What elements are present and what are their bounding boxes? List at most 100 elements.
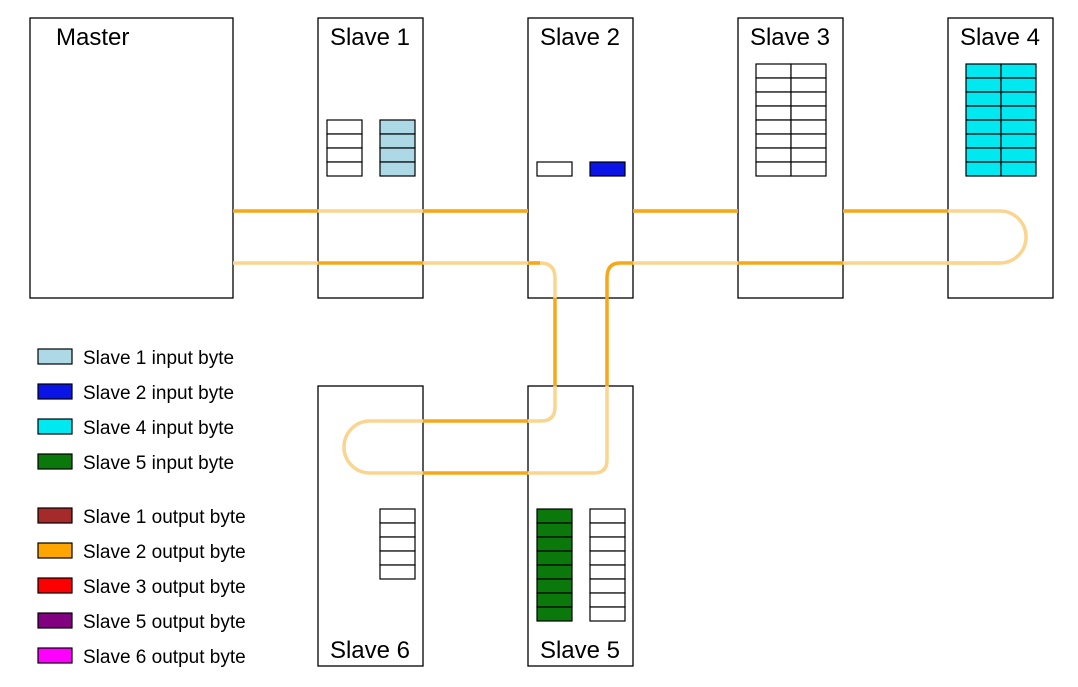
- slave1-byte-cell: [379, 161, 416, 177]
- slave6-label: Slave 6: [330, 637, 410, 664]
- bus-back-path: [423, 261, 557, 298]
- slave1-byte-cell: [326, 133, 363, 149]
- slave3-byte-cell: [790, 77, 827, 93]
- slave6-byte-cell: [379, 508, 416, 524]
- legend-label: Slave 4 input byte: [83, 418, 234, 439]
- slave5-label: Slave 5: [540, 637, 620, 664]
- slave4-byte-cell: [965, 77, 1002, 93]
- slave4-byte-cell: [965, 147, 1002, 163]
- bus-front-path: [605, 261, 633, 298]
- slave4-byte-cell: [1000, 119, 1037, 135]
- slave6-byte-cell: [379, 536, 416, 552]
- slave5-byte-cell: [536, 564, 573, 580]
- node-labels: Master Slave 1 Slave 2 Slave 3 Slave 4 S…: [56, 24, 1040, 664]
- bus-back-path: [342, 419, 423, 475]
- legend-swatch: [37, 453, 73, 470]
- slave3-byte-cell: [790, 91, 827, 107]
- slave1-byte-cell: [326, 147, 363, 163]
- slave5-byte-cell: [589, 564, 626, 580]
- slave4-byte-cell: [965, 63, 1002, 79]
- legend-label: Slave 5 output byte: [83, 612, 246, 633]
- slave1-byte-cell: [326, 161, 363, 177]
- slave4-byte-cell: [965, 161, 1002, 177]
- legend-label: Slave 5 input byte: [83, 453, 234, 474]
- slave2-byte-cell: [589, 161, 626, 177]
- slave4-byte-cell: [965, 133, 1002, 149]
- slave3-byte-cell: [755, 161, 792, 177]
- slave3-byte-cell: [790, 133, 827, 149]
- legend-label: Slave 1 input byte: [83, 348, 234, 369]
- legend-swatch: [37, 612, 73, 629]
- slave3-byte-cell: [755, 133, 792, 149]
- slave3-byte-cell: [755, 91, 792, 107]
- slave1-byte-cell: [379, 119, 416, 135]
- slave5-byte-cell: [536, 550, 573, 566]
- bus-back-path: [843, 209, 1028, 265]
- legend-swatch: [37, 647, 73, 664]
- slave5-byte-cell: [589, 508, 626, 524]
- legend-swatch: [37, 577, 73, 594]
- slave4-byte-cell: [1000, 91, 1037, 107]
- slave4-byte-cell: [1000, 63, 1037, 79]
- slave5-byte-cell: [536, 592, 573, 608]
- slave4-byte-cell: [965, 91, 1002, 107]
- bus-front-segments: [233, 209, 948, 475]
- slave1-byte-cell: [326, 119, 363, 135]
- slave3-byte-cell: [755, 105, 792, 121]
- slave5-byte-cell: [536, 508, 573, 524]
- slave5-byte-cell: [536, 578, 573, 594]
- slave3-byte-cell: [790, 63, 827, 79]
- slave3-byte-cell: [790, 161, 827, 177]
- legend-swatch: [37, 348, 73, 365]
- slave3-byte-cell: [790, 119, 827, 135]
- slave4-byte-cell: [1000, 133, 1037, 149]
- slave2-byte-cell: [536, 161, 573, 177]
- slave4-byte-cell: [1000, 147, 1037, 163]
- legend-label: Slave 3 output byte: [83, 577, 246, 598]
- slave4-byte-cell: [965, 119, 1002, 135]
- legend-swatch: [37, 383, 73, 400]
- slave3-byte-cell: [755, 77, 792, 93]
- legend-label: Slave 6 output byte: [83, 647, 246, 668]
- slave3-byte-cell: [790, 147, 827, 163]
- legend-label: Slave 2 output byte: [83, 542, 246, 563]
- bus-back-path: [528, 386, 557, 423]
- slave2-label: Slave 2: [540, 24, 620, 51]
- legend-label: Slave 1 output byte: [83, 507, 246, 528]
- ring-bus: [233, 209, 1028, 475]
- slave5-byte-cell: [589, 522, 626, 538]
- slave4-byte-cell: [965, 105, 1002, 121]
- slave5-byte-cell: [589, 606, 626, 622]
- legend-swatch: [37, 542, 73, 559]
- slave5-byte-cell: [589, 550, 626, 566]
- slave1-byte-cell: [379, 133, 416, 149]
- slave5-byte-cell: [536, 606, 573, 622]
- process-image-bytes: [326, 63, 1037, 622]
- slave4-byte-cell: [1000, 105, 1037, 121]
- legend-swatch: [37, 418, 73, 435]
- legend-label: Slave 2 input byte: [83, 383, 234, 404]
- slave3-label: Slave 3: [750, 24, 830, 51]
- legend-swatch: [37, 507, 73, 524]
- slave5-byte-cell: [589, 578, 626, 594]
- bus-back-path: [528, 386, 609, 475]
- slave3-byte-cell: [755, 147, 792, 163]
- slave5-byte-cell: [589, 536, 626, 552]
- slave5-byte-cell: [536, 536, 573, 552]
- slave1-label: Slave 1: [330, 24, 410, 51]
- master-box: [29, 17, 234, 299]
- slave5-byte-cell: [589, 592, 626, 608]
- slave4-byte-cell: [1000, 161, 1037, 177]
- slave2-box: [527, 17, 634, 299]
- slave3-byte-cell: [755, 119, 792, 135]
- slave3-byte-cell: [790, 105, 827, 121]
- slave6-byte-cell: [379, 550, 416, 566]
- slave3-byte-cell: [755, 63, 792, 79]
- slave4-byte-cell: [1000, 77, 1037, 93]
- slave6-byte-cell: [379, 564, 416, 580]
- bus-back-inside-segments: [528, 261, 1000, 475]
- slave1-byte-cell: [379, 147, 416, 163]
- slave4-label: Slave 4: [960, 24, 1040, 51]
- master-label: Master: [56, 24, 129, 51]
